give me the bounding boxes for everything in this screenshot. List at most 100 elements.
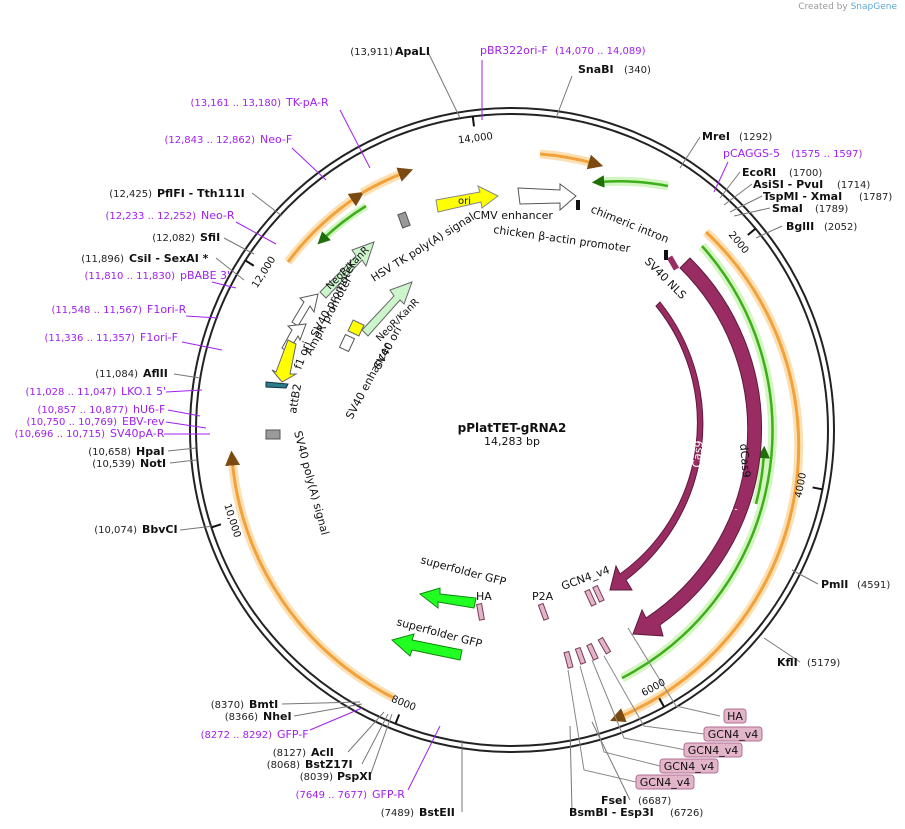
feature-label: CMV enhancer (473, 209, 553, 222)
site-leader-lines (167, 51, 819, 813)
primer-leader (165, 421, 207, 429)
green-arc-right (621, 245, 774, 680)
site-leader (347, 711, 385, 753)
feature-label: Cas9 (690, 440, 706, 468)
intron-marker (664, 250, 668, 260)
tag-leader (579, 665, 661, 767)
site-position: (8039) (300, 772, 333, 783)
primer-name: SV40pA-R (110, 427, 165, 440)
feature-label: SV40 enhancer (343, 341, 394, 421)
plasmid-length: 14,283 bp (484, 435, 540, 448)
tick-label: 12,000 (250, 255, 278, 290)
feature-label: SV40 NLS (642, 255, 689, 302)
primer-range: (10,857 .. 10,877) (38, 405, 129, 416)
site-name: AsiSI - PvuI (753, 178, 823, 191)
sv40-polya-block (265, 429, 281, 440)
primer-name: pCAGGS-5 (723, 147, 780, 160)
site-position: (8127) (273, 748, 306, 759)
feature-label: GCN4_v4 (560, 563, 612, 592)
primer-leader (407, 725, 441, 791)
neor-kanr-arrow-2 (361, 281, 413, 337)
tag-box-gcn4 (683, 742, 743, 758)
orange-arc-glow (284, 192, 361, 265)
site-position: (11,084) (95, 369, 138, 380)
tag-box-ha (723, 708, 747, 724)
site-leader (763, 637, 801, 663)
primer-leader (713, 161, 729, 193)
site-position: (340) (624, 65, 651, 76)
tag-label: GCN4_v4 (664, 760, 714, 773)
dcas9-arrow (632, 257, 763, 637)
primer-leader (165, 389, 203, 393)
site-position: (11,896) (81, 254, 124, 265)
site-name: SfiI (200, 231, 220, 244)
site-position: (10,074) (94, 525, 137, 536)
site-name: NotI (140, 457, 166, 470)
cmv-enhancer-arrow (517, 183, 577, 212)
tick-mark (244, 259, 255, 267)
tag-boxes: HA GCN4_v4 GCN4_v4 GCN4_v4 GCN4_v4 (635, 708, 763, 790)
primer-name: EBV-rev (122, 415, 165, 428)
primer-name: hU6-F (133, 403, 165, 416)
site-leader (733, 207, 771, 217)
site-position: (1292) (739, 132, 772, 143)
site-name: TspMI - XmaI (763, 190, 842, 203)
site-leader (281, 701, 361, 705)
feature-label: attB2 (286, 383, 304, 415)
f1-ori-arrow (271, 339, 298, 383)
plasmid-name: pPlatTET-gRNA2 (458, 421, 567, 435)
site-position: (1789) (815, 204, 848, 215)
tick-mark (471, 116, 475, 127)
primer-name: Neo-R (201, 209, 235, 222)
feature-label: dCas9 (737, 443, 753, 478)
tag-label: HA (727, 710, 743, 723)
primer-range: (12,843 .. 12,862) (165, 135, 256, 146)
site-name: BbvCI (142, 523, 178, 536)
primer-range: (11,336 .. 11,357) (45, 333, 136, 344)
green-arc-small-right (754, 445, 770, 505)
primer-range: (7649 .. 7677) (296, 790, 368, 801)
feature-label: SV40 poly(A) signal (291, 429, 331, 536)
site-name: SmaI (772, 202, 803, 215)
site-position: (8370) (211, 700, 244, 711)
gcn4-mark (592, 584, 605, 603)
gfp-arrow-2 (390, 633, 463, 661)
backbone-inner-ring (195, 113, 829, 747)
site-position: (12,425) (109, 189, 152, 200)
site-position: (2052) (824, 222, 857, 233)
primer-leader (339, 109, 371, 169)
p2a-mark (537, 602, 550, 621)
ori-arrow (435, 185, 499, 213)
site-leader (755, 225, 783, 239)
primer-range: (10,696 .. 10,715) (15, 429, 106, 440)
primer-leader-lines (164, 60, 729, 791)
primer-leader (167, 409, 201, 417)
site-leader (293, 703, 363, 717)
gcn4-mark (563, 650, 574, 669)
ha-tag-mark (476, 603, 485, 621)
primer-range: (11,028 .. 11,047) (26, 387, 117, 398)
gcn4-mark (586, 642, 599, 661)
feature-label: superfolder GFP (419, 553, 508, 588)
site-position: (5179) (807, 658, 840, 669)
site-name: AflII (143, 367, 168, 380)
primer-leader (181, 341, 223, 351)
site-name: HpaI (136, 445, 165, 458)
tag-label: GCN4_v4 (640, 776, 690, 789)
site-leader (173, 373, 201, 379)
site-position: (8366) (225, 712, 258, 723)
feature-label: HA (476, 590, 492, 603)
tag-leader-lines (567, 627, 721, 783)
site-name: PmlI (821, 578, 848, 591)
primer-name: LKO.1 5' (121, 385, 166, 398)
tag-box-gcn4 (635, 774, 695, 790)
site-leader (251, 192, 283, 217)
primer-name: F1ori-R (147, 303, 187, 316)
site-position: (10,539) (92, 459, 135, 470)
tag-leader (603, 655, 705, 735)
tick-mark (658, 697, 665, 708)
primer-range: (11,810 .. 11,830) (85, 271, 176, 282)
feature-label: ori (458, 196, 471, 207)
primer-name: pBR322ori-F (480, 44, 548, 57)
tag-leader (567, 669, 637, 783)
